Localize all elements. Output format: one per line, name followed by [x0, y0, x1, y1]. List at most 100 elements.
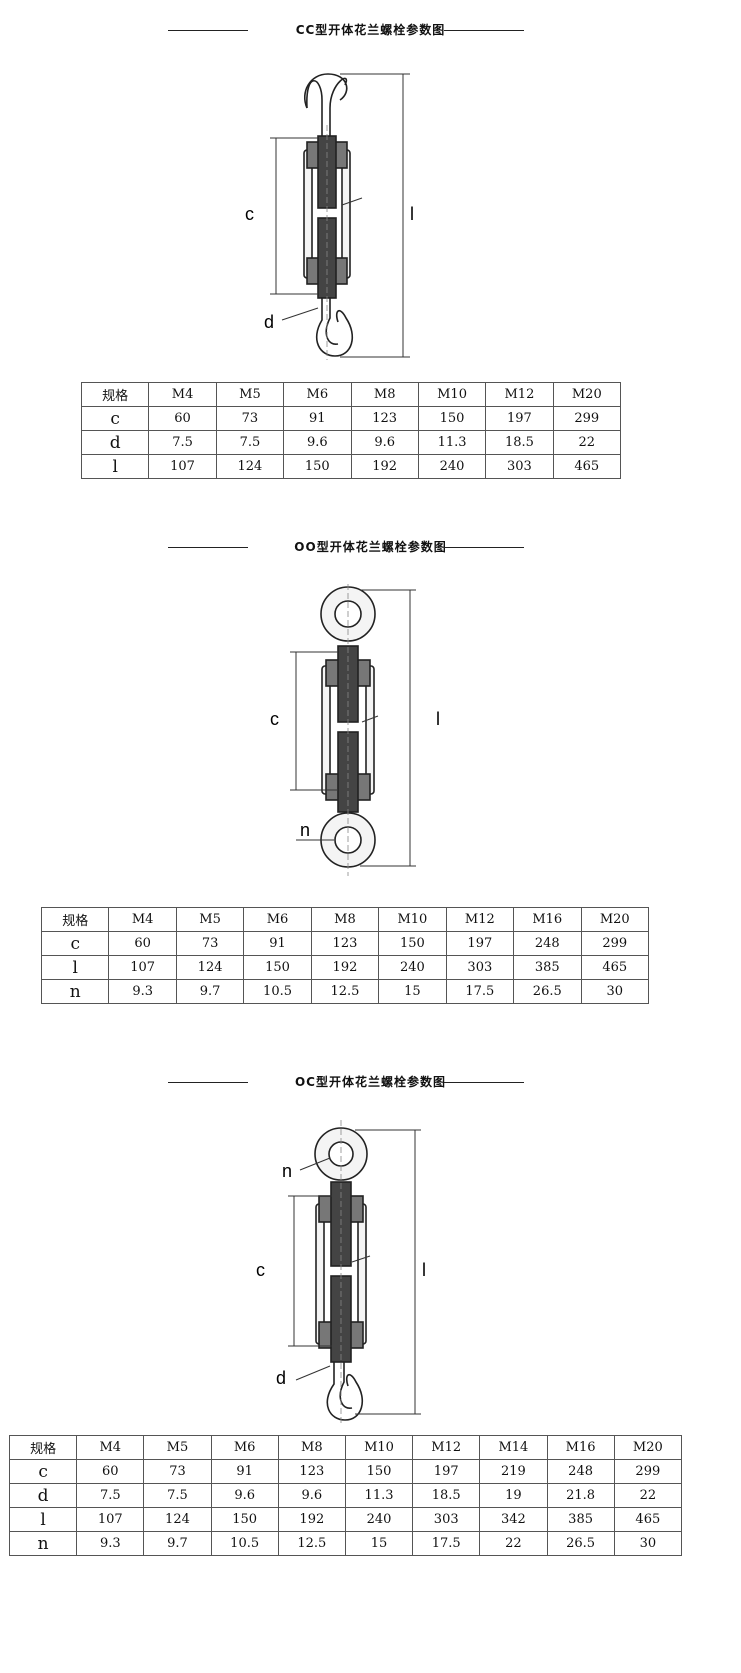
table-header-cell: M12: [445, 907, 515, 932]
dim-label-c: c: [256, 1260, 265, 1280]
table-row: c 60 73 91 123 150 197 299: [80, 406, 622, 431]
dim-label-c: c: [245, 204, 254, 224]
table-cell: 248: [513, 931, 582, 956]
table-row-label: l: [8, 1507, 78, 1532]
table-header-cell: M4: [76, 1435, 145, 1460]
table-cell: 197: [412, 1459, 481, 1484]
table-header-cell: M20: [613, 1435, 683, 1460]
title-rule-left: [168, 547, 248, 548]
table-header-cell: M8: [310, 907, 380, 932]
table-row: n 9.3 9.7 10.5 12.5 15 17.5 26.5 30: [40, 979, 649, 1004]
table-row-label: n: [40, 979, 110, 1004]
table-row: d 7.5 7.5 9.6 9.6 11.3 18.5 22: [80, 430, 622, 455]
dim-label-l: l: [422, 1260, 426, 1280]
table-row-label: l: [80, 454, 150, 479]
table-header-cell: M5: [215, 382, 285, 407]
table-cell: 192: [277, 1507, 346, 1532]
table-cell: 7.5: [215, 430, 285, 455]
cc-spec-table: 规格 M4 M5 M6 M8 M10 M12 M20 c 60 73 91 12…: [80, 382, 622, 479]
table-header-cell: M20: [552, 382, 622, 407]
table-cell: 60: [76, 1459, 145, 1484]
section-title-text: OO型开体花兰螺栓参数图: [294, 540, 447, 554]
table-cell: 465: [580, 955, 649, 980]
cc-turnbuckle-diagram: c l d: [245, 73, 414, 360]
table-cell: 21.8: [546, 1483, 615, 1508]
table-cell: 12.5: [277, 1531, 346, 1556]
table-cell: 465: [552, 454, 622, 479]
table-cell: 342: [479, 1507, 548, 1532]
table-cell: 11.3: [344, 1483, 414, 1508]
table-cell: 197: [485, 406, 554, 431]
table-row: c 60 73 91 123 150 197 248 299: [40, 931, 649, 956]
section-title-text: CC型开体花兰螺栓参数图: [295, 23, 446, 37]
dim-label-c: c: [270, 709, 279, 729]
title-rule-right: [444, 30, 524, 31]
table-cell: 150: [243, 955, 312, 980]
table-cell: 150: [417, 406, 487, 431]
table-cell: 385: [546, 1507, 615, 1532]
bottom-hook: [326, 1362, 364, 1421]
table-header-cell: M12: [412, 1435, 481, 1460]
table-cell: 197: [445, 931, 515, 956]
table-cell: 10.5: [243, 979, 312, 1004]
dim-label-n: n: [300, 820, 310, 840]
table-cell: 12.5: [310, 979, 380, 1004]
table-cell: 303: [445, 955, 515, 980]
top-hook: [306, 77, 348, 136]
table-cell: 150: [378, 931, 447, 956]
table-row-label: n: [8, 1531, 78, 1556]
section-title-oo: OO型开体花兰螺栓参数图: [0, 537, 741, 557]
table-header-cell: M14: [479, 1435, 548, 1460]
table-header-cell: M4: [148, 382, 217, 407]
table-row-label: l: [40, 955, 110, 980]
table-cell: 91: [243, 931, 312, 956]
table-row: n 9.3 9.7 10.5 12.5 15 17.5 22 26.5 30: [8, 1531, 683, 1556]
dim-label-d: d: [276, 1368, 286, 1388]
table-cell: 18.5: [412, 1483, 481, 1508]
table-cell: 385: [513, 955, 582, 980]
title-rule-left: [168, 30, 248, 31]
table-cell: 123: [350, 406, 419, 431]
table-row: l 107 124 150 192 240 303 342 385 465: [8, 1507, 683, 1532]
table-cell: 299: [552, 406, 622, 431]
table-header-cell: M20: [580, 907, 649, 932]
bottom-hook: [316, 298, 354, 357]
table-cell: 22: [479, 1531, 548, 1556]
table-cell: 91: [283, 406, 352, 431]
dim-label-l: l: [410, 204, 414, 224]
table-cell: 9.3: [108, 979, 177, 1004]
table-cell: 26.5: [546, 1531, 615, 1556]
table-header-cell: M5: [143, 1435, 212, 1460]
table-row-label: d: [80, 430, 150, 455]
table-cell: 17.5: [412, 1531, 481, 1556]
table-row: l 107 124 150 192 240 303 465: [80, 454, 622, 479]
table-header-cell: M6: [283, 382, 352, 407]
table-cell: 73: [175, 931, 245, 956]
table-cell: 73: [215, 406, 285, 431]
table-cell: 124: [143, 1507, 212, 1532]
oc-spec-table: 规格 M4 M5 M6 M8 M10 M12 M14 M16 M20 c 60 …: [8, 1435, 683, 1556]
table-cell: 299: [580, 931, 649, 956]
table-cell: 124: [215, 454, 285, 479]
table-header-cell: M10: [417, 382, 487, 407]
table-cell: 219: [479, 1459, 548, 1484]
table-cell: 18.5: [485, 430, 554, 455]
table-header-cell: M16: [546, 1435, 615, 1460]
table-header-row: 规格 M4 M5 M6 M8 M10 M12 M14 M16 M20: [8, 1435, 683, 1460]
table-row-label: c: [80, 406, 150, 431]
table-cell: 73: [143, 1459, 212, 1484]
table-cell: 9.7: [175, 979, 245, 1004]
table-cell: 15: [378, 979, 447, 1004]
table-cell: 9.6: [350, 430, 419, 455]
oo-spec-table: 规格 M4 M5 M6 M8 M10 M12 M16 M20 c 60 73 9…: [40, 907, 649, 1004]
table-cell: 30: [613, 1531, 683, 1556]
table-row: d 7.5 7.5 9.6 9.6 11.3 18.5 19 21.8 22: [8, 1483, 683, 1508]
table-cell: 9.7: [143, 1531, 212, 1556]
table-cell: 9.6: [210, 1483, 279, 1508]
table-cell: 240: [344, 1507, 414, 1532]
table-header-cell: M8: [350, 382, 419, 407]
table-header-cell: M4: [108, 907, 177, 932]
title-rule-right: [444, 547, 524, 548]
table-cell: 11.3: [417, 430, 487, 455]
table-header-cell: 规格: [40, 907, 110, 932]
